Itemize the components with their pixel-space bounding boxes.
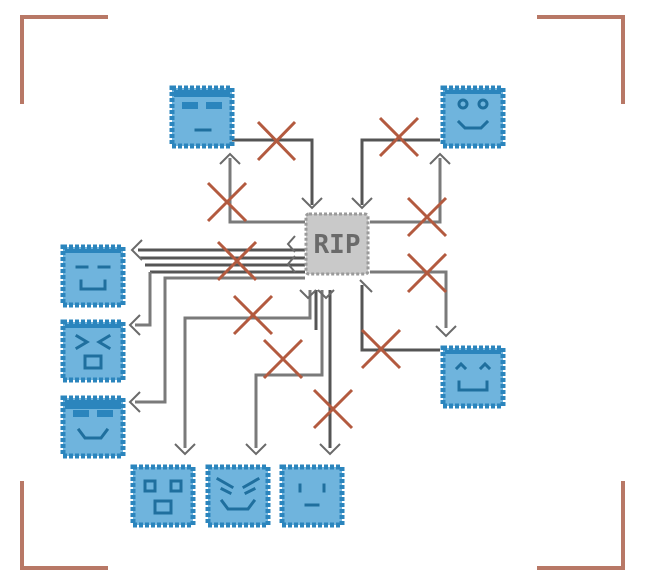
face-node-left-3 [60,395,126,459]
rip-node: RIP [304,212,370,276]
face-node-left-1 [60,244,126,308]
face-node-left-2 [60,319,126,383]
wire-right-lower-b [360,285,440,352]
cross-10 [312,388,354,430]
arrowheads [128,152,457,456]
bracket-top-right [537,15,625,104]
cross-6 [406,252,448,294]
arrow-rip-left-2 [286,255,296,273]
arrow-rip-right-1 [359,279,373,293]
face-node-bottom-1 [130,464,196,528]
wire-bottom-2 [254,290,324,448]
cross-9 [262,338,304,380]
cross-8 [360,328,402,370]
arrow-rip-left-1 [286,235,296,253]
cross-4 [406,196,448,238]
arrow-rip-bottom-1 [299,289,317,300]
cross-7 [232,294,274,336]
arrow-left-3 [128,391,141,413]
rip-label: RIP [314,230,361,260]
face-node-right-lower [440,345,506,409]
face-node-bottom-3 [279,464,345,528]
cross-3 [206,181,248,223]
arrow-bottom-2 [245,443,267,456]
cross-1 [256,120,297,162]
face-node-top-left [169,85,235,149]
wire-top-right-b [370,158,442,224]
face-node-top-right [440,85,506,149]
arrow-left-2 [128,314,141,336]
severed-link-crosses [206,116,448,430]
arrow-top-left [219,152,241,165]
arrow-rip-bottom-2 [317,289,335,300]
wire-bottom-1 [183,290,312,448]
arrow-rip-top-1 [301,197,323,210]
arrow-bottom-1 [174,443,196,456]
arrow-right-lower [435,325,457,338]
bracket-bottom-right [537,481,625,570]
cross-5 [216,240,258,282]
arrow-rip-top-2 [351,197,373,210]
wire-left-3 [135,276,305,404]
face-node-bottom-2 [205,464,271,528]
bracket-top-left [20,15,108,104]
wire-top-left-b [228,158,305,224]
corner-brackets [20,15,625,570]
arrow-left-1 [130,239,143,261]
cross-2 [378,116,420,158]
arrow-top-right [429,152,451,165]
wire-left-2 [135,272,152,327]
wire-top-left-a [230,138,314,205]
bracket-bottom-left [20,481,108,570]
arrow-bottom-3 [319,443,341,456]
wire-right-lower-a [370,270,448,328]
wires [135,138,448,448]
wire-top-right-a [360,138,440,205]
